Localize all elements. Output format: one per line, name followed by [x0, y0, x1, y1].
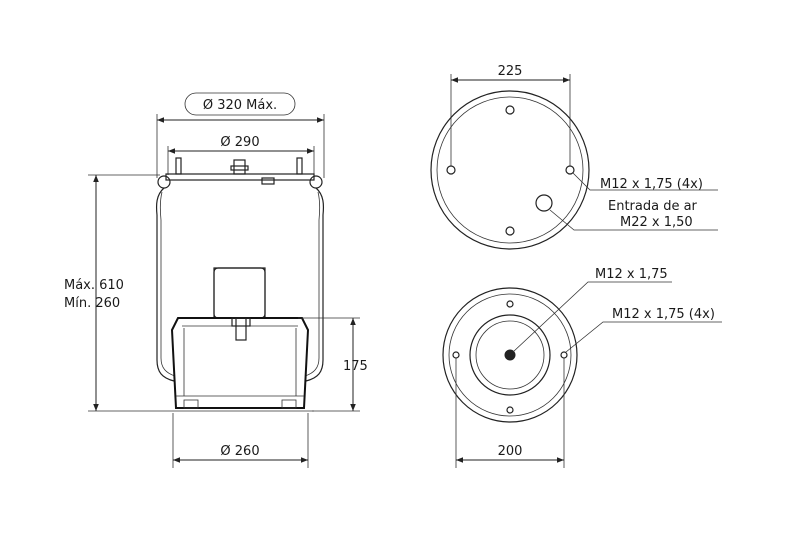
bottom-bolts-label: M12 x 1,75 (4x) [612, 307, 715, 322]
air-inlet-label: Entrada de ar [608, 199, 698, 214]
center-bolt-hole [504, 349, 516, 361]
top-bolt-hole [446, 165, 456, 175]
min-height-label: Mín. 260 [64, 296, 120, 311]
bottom-view: M12 x 1,75 M12 x 1,75 (4x) 200 [442, 267, 722, 468]
top-view: 225 M12 x 1,75 (4x) Entrada de ar M22 x … [430, 64, 718, 250]
piston [170, 317, 310, 409]
center-bolt-label: M12 x 1,75 [595, 267, 668, 282]
bottom-bolt-hole [506, 406, 514, 414]
top-bolt-hole [505, 226, 515, 236]
top-plate-spacing-label: 225 [498, 64, 523, 79]
side-view: Ø 320 Máx. Ø 290 [64, 92, 368, 468]
bellows [155, 187, 325, 382]
max-diameter-label: Ø 320 Máx. [203, 98, 277, 113]
base-diameter-label: Ø 260 [220, 444, 259, 459]
top-bolt-hole [565, 165, 575, 175]
top-plate [157, 157, 323, 189]
air-inlet-thread-label: M22 x 1,50 [620, 215, 693, 230]
bottom-bolt-hole [560, 351, 568, 359]
max-diameter-label-box [184, 92, 296, 116]
bottom-bolt-hole [452, 351, 460, 359]
top-plate-outline [430, 90, 590, 250]
max-height-label: Máx. 610 [64, 278, 124, 293]
bumper [213, 267, 266, 319]
top-bolt-hole [505, 105, 515, 115]
top-diameter-label: Ø 290 [220, 135, 259, 150]
piston-height-label: 175 [343, 359, 368, 374]
bottom-bolt-hole [506, 300, 514, 308]
bottom-plate-outline [442, 287, 578, 423]
air-inlet-hole [535, 194, 553, 212]
top-bolts-label: M12 x 1,75 (4x) [600, 177, 703, 192]
bottom-plate-spacing-label: 200 [498, 444, 523, 459]
